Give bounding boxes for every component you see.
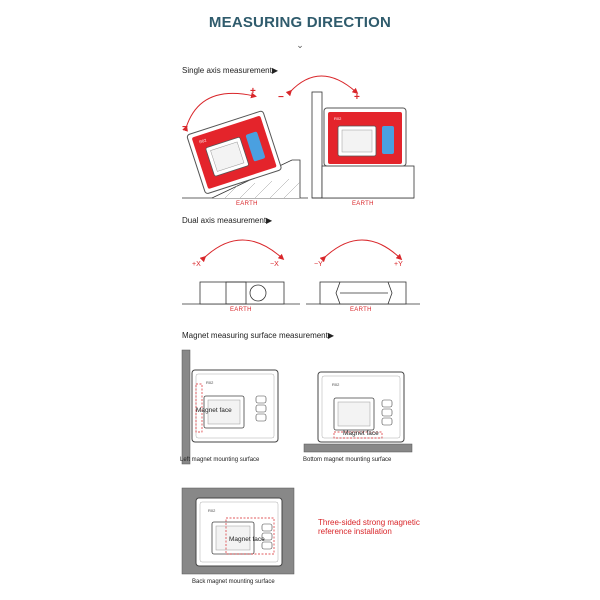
axis-plus-y: +Y (394, 261, 403, 268)
magnet-face-label-left: Magnet face (196, 407, 232, 414)
svg-text:R02: R02 (332, 382, 340, 387)
axis-plus-x: +X (192, 261, 201, 268)
dual-left-ground (182, 281, 300, 305)
caption-left-surface: Left magnet mounting surface (180, 457, 260, 463)
magnet-bottom-illustration: R02 (303, 371, 413, 453)
chevron-down-icon: ⌄ (296, 40, 304, 50)
installation-note: Three-sided strong magnetic reference in… (318, 518, 420, 536)
magnet-face-label-bottom: Magnet face (343, 430, 379, 437)
earth-label-dual-right: EARTH (350, 307, 372, 313)
earth-label-dual-left: EARTH (230, 307, 252, 313)
section-dual-axis: Dual axis measurement▶ (182, 216, 273, 225)
svg-text:R02: R02 (208, 508, 216, 513)
page-title: MEASURING DIRECTION (208, 14, 392, 31)
caption-bottom-surface: Bottom magnet mounting surface (303, 457, 392, 463)
sign-plus-left: + (250, 86, 256, 97)
sign-minus-left: − (182, 122, 188, 133)
dual-right-ground (306, 281, 420, 305)
sign-plus-right: + (354, 92, 360, 103)
earth-label-single-right: EARTH (352, 201, 374, 207)
caption-back-surface: Back magnet mounting surface (192, 579, 275, 585)
single-right-device: R02 (323, 107, 407, 167)
magnet-face-label-back: Magnet face (229, 536, 265, 543)
single-left-device: R02 (186, 110, 282, 194)
magnet-left-illustration: R02 (181, 349, 279, 465)
section-single-axis: Single axis measurement▶ (182, 66, 278, 75)
svg-text:R02: R02 (206, 380, 214, 385)
magnet-back-illustration: R02 (181, 487, 295, 575)
svg-text:R02: R02 (334, 116, 342, 121)
svg-text:R02: R02 (199, 137, 208, 144)
axis-minus-x: −X (270, 261, 279, 268)
earth-label-single-left: EARTH (236, 201, 258, 207)
section-magnet-surface: Magnet measuring surface measurement▶ (182, 331, 334, 340)
axis-minus-y: −Y (314, 261, 323, 268)
sign-minus-right: − (278, 92, 284, 103)
